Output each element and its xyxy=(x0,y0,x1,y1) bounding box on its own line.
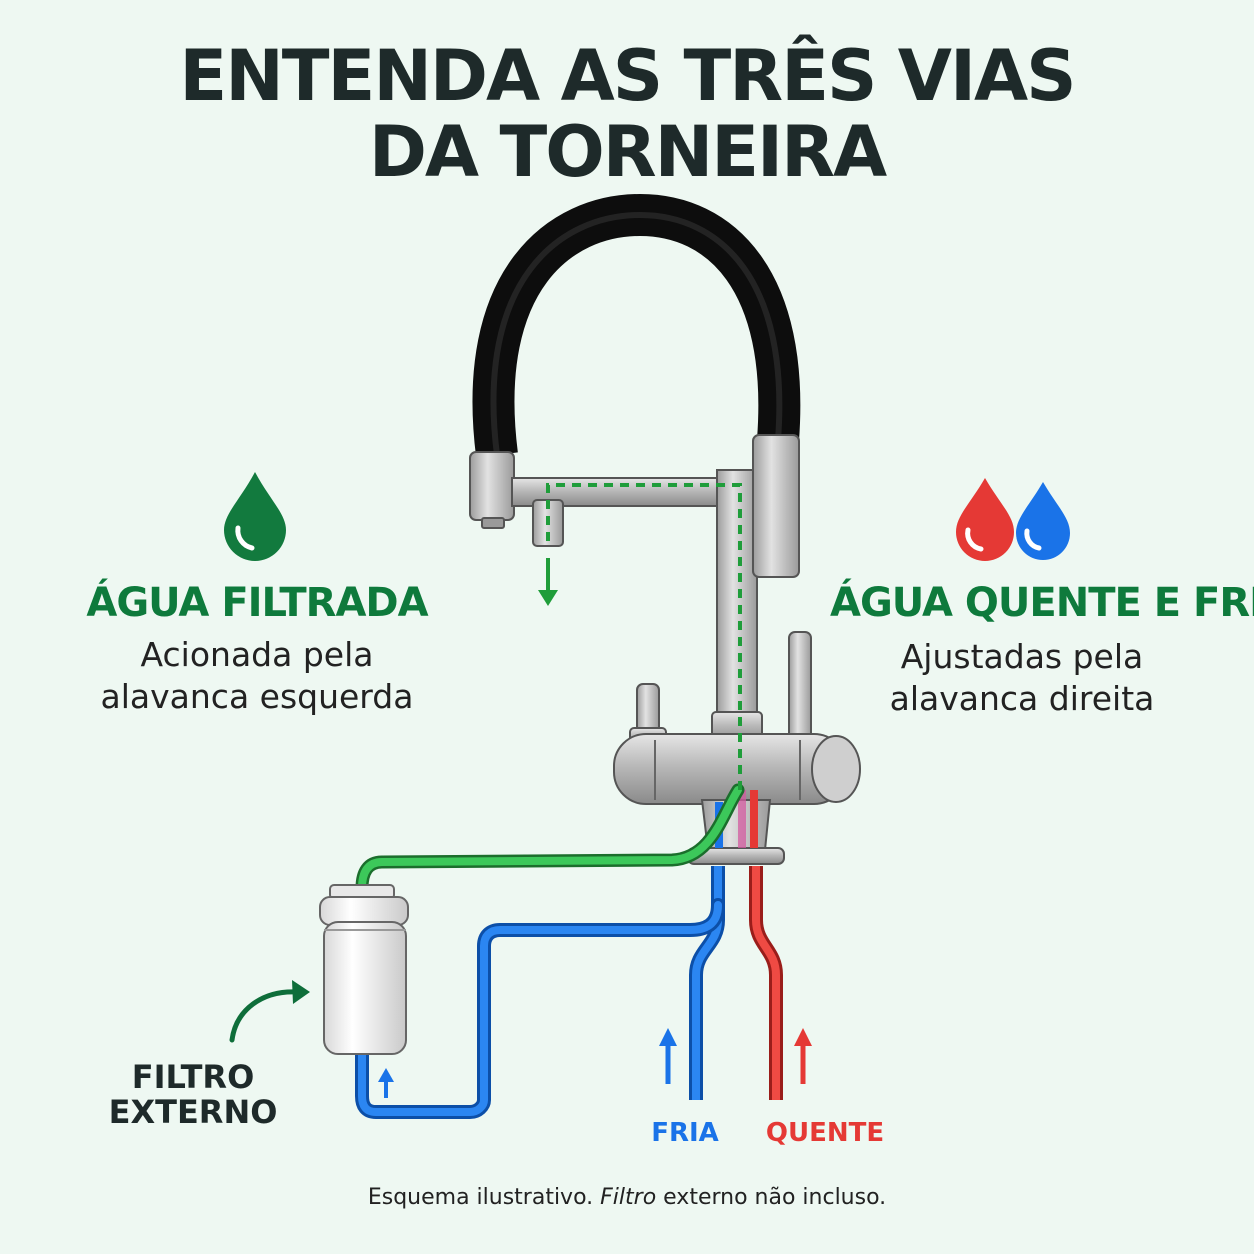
cold-inlet-arrow xyxy=(659,1028,677,1084)
title-line-1: ENTENDA AS TRÊS VIAS xyxy=(179,35,1076,117)
footnote-part-1: Esquema ilustrativo. xyxy=(367,1185,601,1210)
filtered-water-heading: ÁGUA FILTRADA xyxy=(86,580,428,626)
hot-inlet-arrow xyxy=(794,1028,812,1084)
title-line-2: DA TORNEIRA xyxy=(368,111,887,193)
hot-cold-desc-2: alavanca direita xyxy=(889,679,1155,718)
hose-collar xyxy=(752,434,800,578)
footnote-part-3: externo não incluso. xyxy=(656,1185,887,1210)
faucet-column xyxy=(716,469,758,721)
footnote: Esquema ilustrativo. Filtro externo não … xyxy=(0,1185,1254,1210)
flexible-hose xyxy=(472,193,801,458)
hot-cold-heading: ÁGUA QUENTE E FRIA xyxy=(830,580,1254,626)
red-water-drop-icon xyxy=(956,478,1014,561)
filter-label-1: FILTRO xyxy=(131,1058,255,1096)
page-title: ENTENDA AS TRÊS VIAS DA TORNEIRA xyxy=(0,38,1254,190)
cold-to-filter-pipe xyxy=(355,898,725,1119)
right-lever xyxy=(788,631,812,749)
filter-inlet-arrow xyxy=(378,1068,394,1098)
hot-cold-desc-1: Ajustadas pela xyxy=(900,637,1144,676)
green-water-drop-icon xyxy=(224,472,286,561)
filtered-water-desc-2: alavanca esquerda xyxy=(100,677,414,716)
filtered-output-arrow xyxy=(538,558,558,606)
filtered-water-desc-1: Acionada pela xyxy=(140,635,374,674)
spout-head xyxy=(469,451,515,529)
filtered-flow-path xyxy=(546,483,742,790)
blue-water-drop-icon xyxy=(1016,482,1070,560)
filter-label-2: EXTERNO xyxy=(108,1093,278,1131)
footnote-part-2: Filtro xyxy=(600,1185,657,1210)
hot-label: QUENTE xyxy=(765,1118,885,1148)
external-filter xyxy=(319,884,409,1055)
filter-pointer-arrow xyxy=(229,980,310,1043)
cold-label: FRIA xyxy=(651,1118,719,1148)
